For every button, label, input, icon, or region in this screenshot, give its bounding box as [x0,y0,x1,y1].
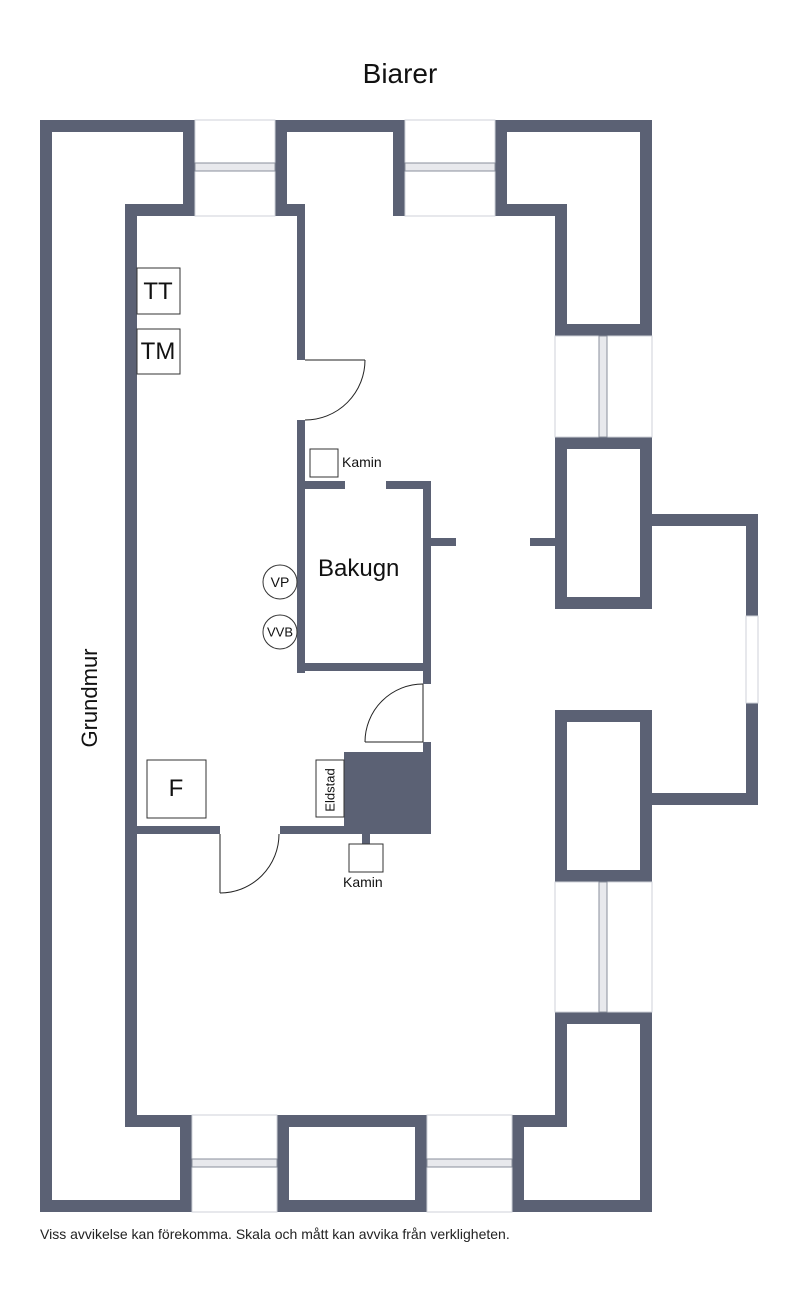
window-bottom-2 [426,1158,513,1168]
eldstad-label: Eldstad [322,768,338,812]
wall-inner-bottom-right [512,1115,567,1127]
wall-inner-bottom-middle [277,1115,427,1127]
wall-porch-right-upper [746,514,758,616]
wall-chimney-top [423,742,431,756]
wall-right-pocket-2-bottom [555,597,652,609]
wall-bay-7 [415,1115,427,1212]
wall-top-left [40,120,195,132]
wall-lower-right [280,826,345,834]
wall-right-pocket-1-bottom [555,324,652,336]
wall-inner-top-middle [275,204,305,216]
wall-right-pocket-2-top [555,437,652,449]
door-lower-swing [219,833,280,894]
wall-partition-upper [297,216,305,360]
wall-lower-left [137,826,220,834]
wall-left-outer [40,120,52,1212]
wall-porch-top [640,514,758,526]
window-bottom-1 [191,1158,278,1168]
bakugn-label: Bakugn [318,555,400,582]
wall-porch-bottom [640,793,758,805]
disclaimer-text: Viss avvikelse kan förekomma. Skala och … [40,1226,510,1242]
vp-label: VP [270,574,290,590]
wall-bay-6 [277,1115,289,1212]
walls [40,120,758,1212]
wall-bakugn-left [297,481,305,673]
wall-right-pocket-3-left [555,710,567,882]
wall-top-middle [275,120,405,132]
wall-bakugn-bottom [297,663,431,671]
tm-box [136,328,181,375]
wall-bottom-middle [277,1200,425,1212]
vvb-label: VVB [266,624,294,640]
kamin-lower-label: Kamin [343,874,383,890]
tt-label: TT [143,278,173,305]
eldstad-box [315,759,345,818]
wall-bakugn-top-right [386,481,431,489]
f-box [146,759,207,819]
kamin-upper-box [309,448,339,478]
wall-stub-left [431,538,456,546]
wall-bottom-left [40,1200,192,1212]
wall-left-inner [125,204,137,1126]
window-right-2 [598,881,608,1013]
wall-inner-top-right [495,204,567,216]
wall-bay-2 [275,120,287,216]
wall-inner-bottom-left [125,1115,192,1127]
wall-porch-right-lower [746,703,758,805]
window-top-1 [194,162,276,172]
fixtures [136,267,384,873]
wall-right-pocket-1 [555,204,567,332]
porch-opening [745,615,759,704]
wall-right-pocket-3-right [640,710,652,882]
wall-bay-4 [495,120,507,216]
vvb-circle [262,614,298,650]
wall-bay-8 [512,1115,524,1212]
wall-right-lower-outer [640,1012,652,1212]
wall-right-pocket-4-top [555,1012,652,1024]
kamin-flue [362,834,370,844]
chimney [344,752,431,834]
wall-stub-right [530,538,555,546]
wall-top-right [495,120,652,132]
grundmur-label: Grundmur [77,648,102,748]
wall-bakugn-top-left [297,481,345,489]
f-label: F [168,775,184,802]
wall-bakugn-right [423,481,431,684]
wall-right-pocket-2-left [555,437,567,609]
wall-bay-1 [183,120,195,216]
kamin-upper-label: Kamin [342,454,382,470]
door-middle-swing [364,683,424,743]
wall-bay-5 [180,1115,192,1212]
plan-title: Biarer [362,58,438,89]
wall-inner-top-left [125,204,195,216]
door-upper-swing [304,359,366,421]
window-top-2 [404,162,496,172]
wall-right-pocket-4-left [555,1012,567,1127]
doors [219,359,424,894]
vp-circle [262,564,298,600]
wall-bottom-right [512,1200,652,1212]
tt-box [136,267,181,315]
wall-partition-mid [297,420,305,482]
wall-right-pocket-3-top [555,710,652,722]
window-right-1 [598,335,608,438]
wall-right-pocket-3-bottom [555,870,652,882]
kamin-lower-box [348,843,384,873]
tm-label: TM [140,338,176,365]
wall-right-upper-outer [640,120,652,332]
windows [191,119,759,1213]
wall-bay-3 [393,120,405,216]
